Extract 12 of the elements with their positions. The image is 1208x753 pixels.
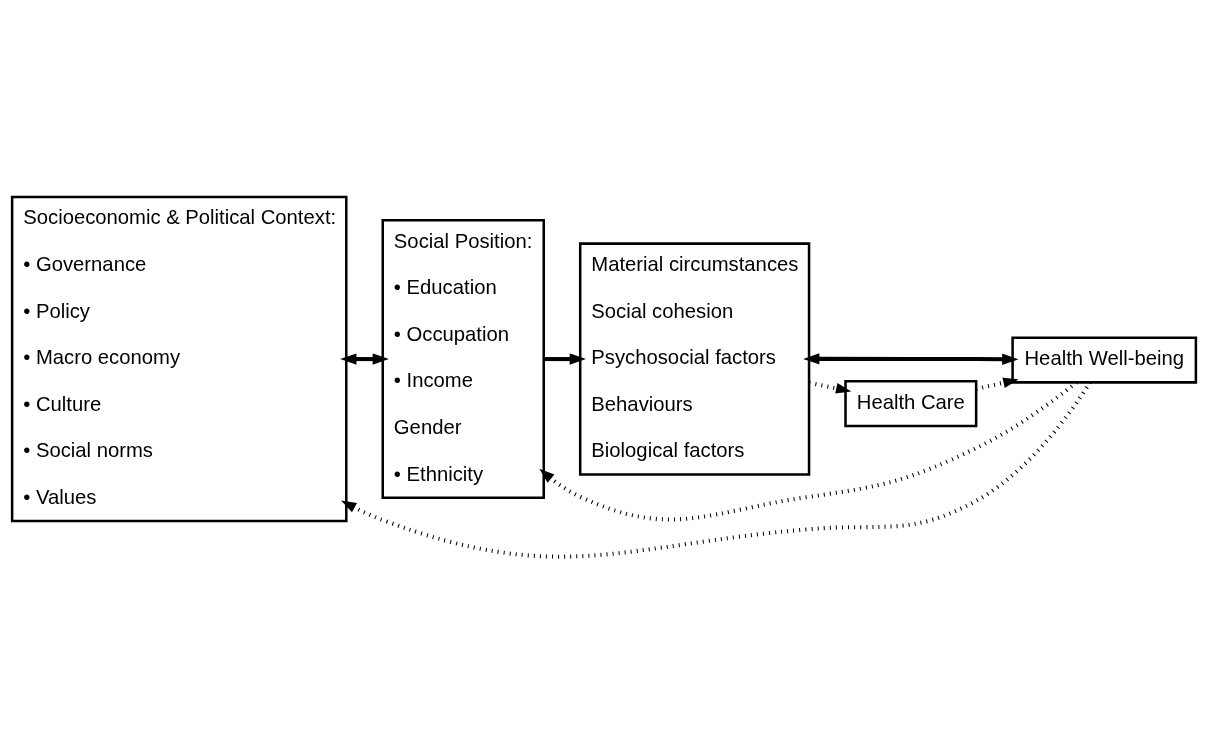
node-box: Socioeconomic & Political Context: • Governance • Policy • Macro economy • Culture • Social norms • Values (10, 195, 348, 522)
node-box: Health Care (844, 379, 978, 427)
arrow (543, 352, 586, 365)
node-box: Health Well-being (1011, 336, 1198, 384)
arrow (803, 352, 1019, 365)
arrow (808, 380, 852, 394)
arrow (539, 380, 1078, 521)
arrow (341, 380, 1092, 559)
arrow (975, 377, 1019, 391)
node-box: Social Position: • Education • Occupation • Income Gender • Ethnicity (381, 218, 545, 499)
node-box: Material circumstances Social cohesion Psychosocial factors Behaviours Biological factors (578, 241, 811, 476)
arrow (340, 352, 389, 365)
